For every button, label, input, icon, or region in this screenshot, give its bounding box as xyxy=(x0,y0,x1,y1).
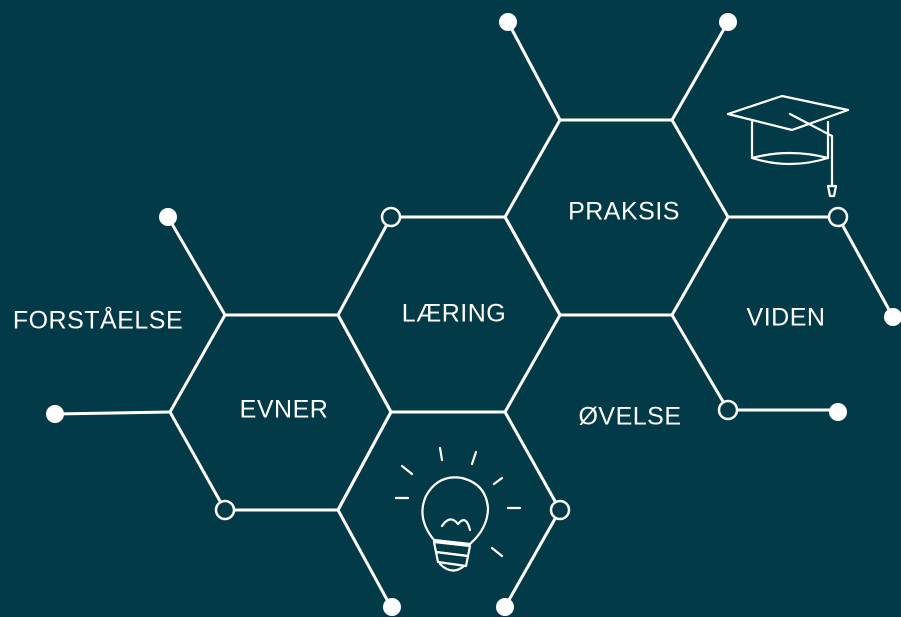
node-ring xyxy=(380,206,402,228)
node-dot xyxy=(496,598,514,616)
spoke-top-right xyxy=(670,20,730,122)
node-dot xyxy=(719,13,737,31)
node-ring xyxy=(549,499,571,521)
node-dot xyxy=(46,405,64,423)
label-evner: EVNER xyxy=(239,395,329,424)
spoke-right xyxy=(836,215,895,319)
node-ring xyxy=(717,399,739,421)
node-dot xyxy=(383,598,401,616)
spoke-top-left xyxy=(506,20,562,122)
lightbulb-icon xyxy=(394,446,522,572)
node-dot xyxy=(159,208,177,226)
spoke-upper-left xyxy=(166,215,227,317)
graduation-cap-icon xyxy=(726,94,850,198)
node-ring xyxy=(214,499,236,521)
label-praksis: PRAKSIS xyxy=(568,197,680,226)
label-laering: LÆRING xyxy=(401,299,507,328)
spoke-left xyxy=(53,410,172,416)
node-ring xyxy=(827,206,849,228)
label-oevelse: ØVELSE xyxy=(578,402,682,431)
hex-bulb xyxy=(336,410,562,609)
label-viden: VIDEN xyxy=(746,303,826,332)
node-dot xyxy=(884,308,901,326)
label-forstaaelse: FORSTÅELSE xyxy=(12,306,184,335)
node-dot xyxy=(829,403,847,421)
node-dot xyxy=(499,13,517,31)
